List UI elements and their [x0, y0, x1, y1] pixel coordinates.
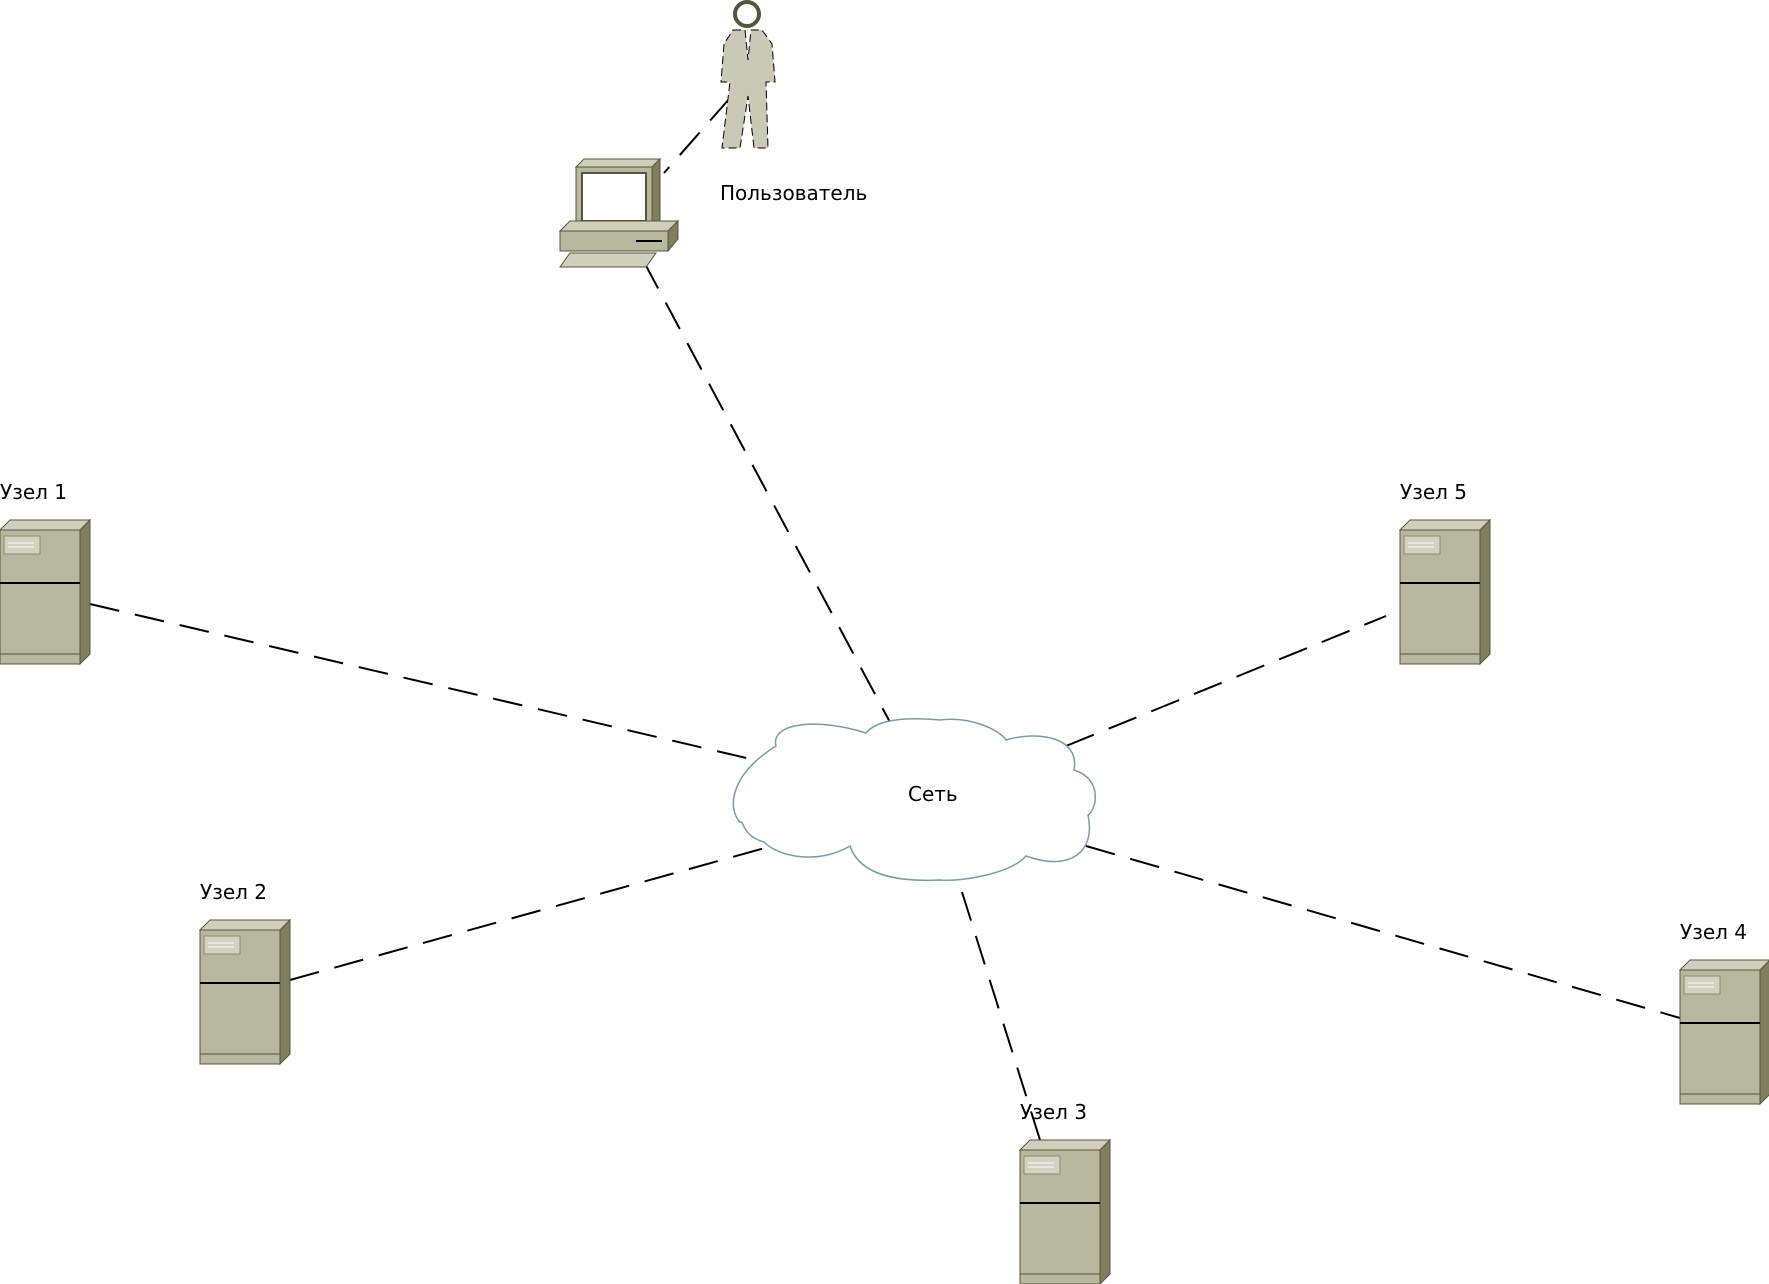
workstation-icon[interactable]	[558, 157, 680, 268]
node-2-label: Узел 2	[200, 880, 267, 904]
network-label: Сеть	[908, 782, 958, 806]
connections	[89, 97, 1681, 1141]
link-node2-network	[289, 845, 773, 981]
server-node-3[interactable]	[1019, 1139, 1111, 1284]
server-icon	[1679, 959, 1769, 1105]
link-node4-network	[1085, 845, 1681, 1019]
server-icon	[199, 919, 291, 1065]
link-node5-network	[1065, 615, 1387, 747]
cloud-icon[interactable]	[732, 717, 1096, 882]
link-workstation-network	[643, 261, 893, 727]
node-5-label: Узел 5	[1400, 480, 1467, 504]
user-label: Пользователь	[720, 181, 867, 205]
user-icon[interactable]	[720, 0, 776, 149]
link-user-workstation	[663, 97, 731, 174]
server-node-4[interactable]	[1679, 959, 1769, 1105]
node-3-label: Узел 3	[1020, 1100, 1087, 1124]
server-icon	[0, 519, 91, 665]
server-node-2[interactable]	[199, 919, 291, 1065]
server-icon	[1399, 519, 1491, 665]
node-4-label: Узел 4	[1680, 920, 1747, 944]
node-1-label: Узел 1	[0, 480, 67, 504]
server-node-1[interactable]	[0, 519, 91, 665]
server-node-5[interactable]	[1399, 519, 1491, 665]
link-node1-network	[89, 603, 773, 765]
server-icon	[1019, 1139, 1111, 1284]
